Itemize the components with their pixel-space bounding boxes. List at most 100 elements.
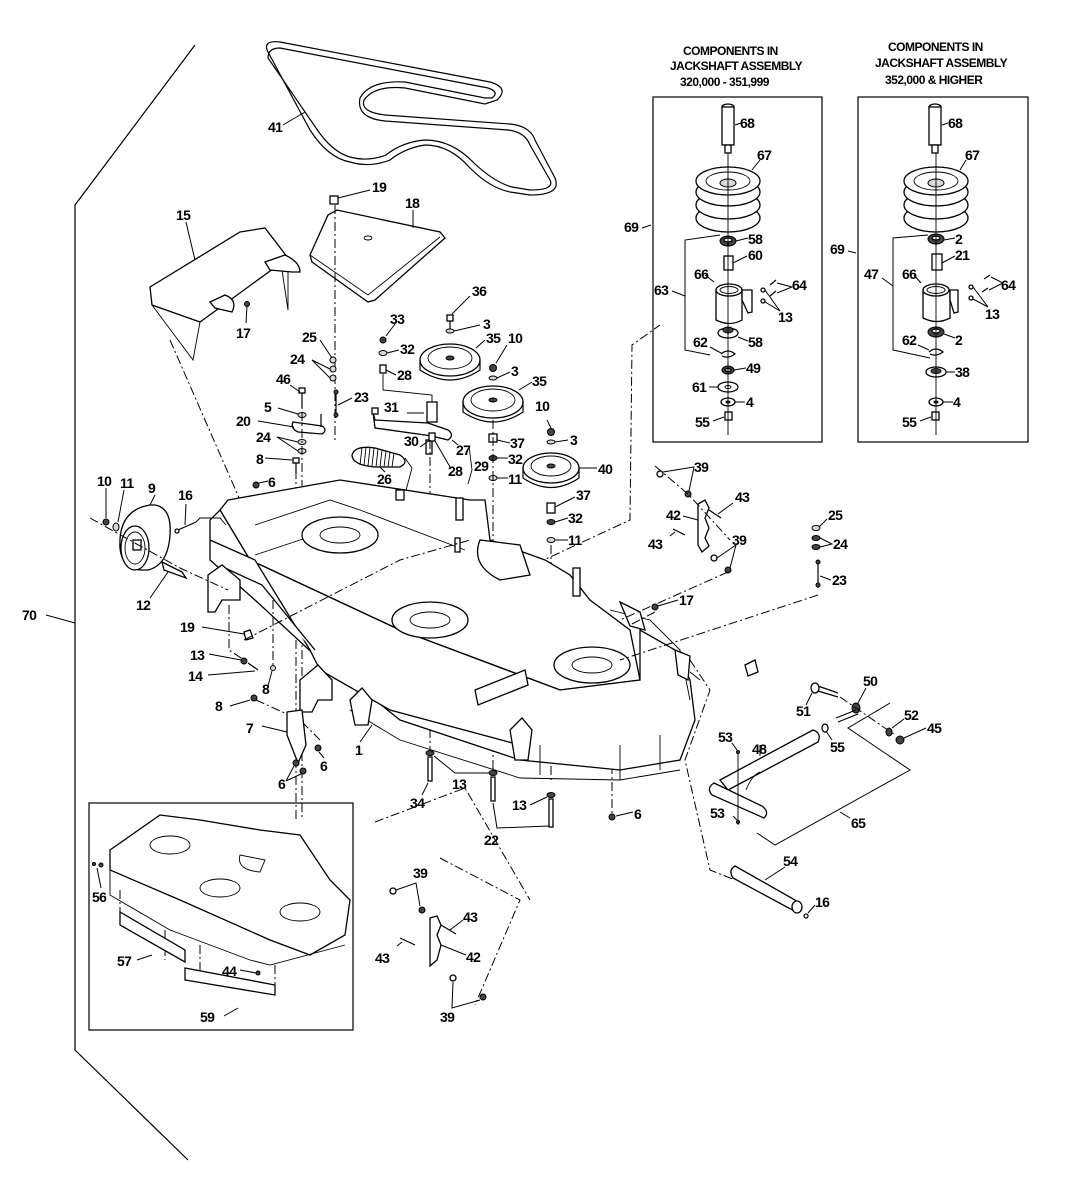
callout-j1-68[interactable]: 68 bbox=[740, 115, 756, 131]
callout-42-a[interactable]: 42 bbox=[666, 507, 682, 523]
callout-13-bottom[interactable]: 13 bbox=[452, 776, 468, 792]
callout-j2-62[interactable]: 62 bbox=[902, 332, 918, 348]
callout-6-right[interactable]: 6 bbox=[320, 758, 329, 774]
callout-35-a[interactable]: 35 bbox=[486, 330, 502, 346]
callout-10-a[interactable]: 10 bbox=[508, 330, 524, 346]
callout-9[interactable]: 9 bbox=[148, 480, 157, 496]
callout-j1-13[interactable]: 13 bbox=[778, 309, 794, 325]
callout-39-d[interactable]: 39 bbox=[440, 1009, 456, 1025]
callout-55-bar[interactable]: 55 bbox=[830, 739, 846, 755]
callout-36[interactable]: 36 bbox=[472, 283, 488, 299]
callout-24-upper[interactable]: 24 bbox=[290, 351, 306, 367]
callout-j1-64[interactable]: 64 bbox=[792, 277, 808, 293]
callout-17-top[interactable]: 17 bbox=[236, 325, 252, 341]
callout-8-low[interactable]: 8 bbox=[215, 698, 224, 714]
callout-32-c[interactable]: 32 bbox=[568, 510, 584, 526]
callout-j1-49[interactable]: 49 bbox=[746, 360, 762, 376]
callout-43-d[interactable]: 43 bbox=[375, 950, 391, 966]
callout-10-wheel[interactable]: 10 bbox=[97, 473, 113, 489]
callout-31[interactable]: 31 bbox=[384, 399, 400, 415]
callout-j1-62[interactable]: 62 bbox=[693, 334, 709, 350]
callout-42-b[interactable]: 42 bbox=[466, 949, 482, 965]
callout-29[interactable]: 29 bbox=[474, 458, 490, 474]
callout-j2-13[interactable]: 13 bbox=[985, 306, 1001, 322]
callout-j1-4[interactable]: 4 bbox=[746, 394, 755, 410]
callout-39-b[interactable]: 39 bbox=[732, 532, 748, 548]
callout-j2-2-top[interactable]: 2 bbox=[955, 231, 964, 247]
callout-57[interactable]: 57 bbox=[117, 953, 133, 969]
callout-j2-21[interactable]: 21 bbox=[955, 247, 971, 263]
callout-48[interactable]: 48 bbox=[752, 741, 768, 757]
callout-23-right[interactable]: 23 bbox=[832, 572, 848, 588]
callout-37-a[interactable]: 37 bbox=[510, 435, 526, 451]
callout-19-left[interactable]: 19 bbox=[180, 619, 196, 635]
callout-70[interactable]: 70 bbox=[22, 607, 38, 623]
callout-j2-55[interactable]: 55 bbox=[902, 414, 918, 430]
callout-18[interactable]: 18 bbox=[405, 195, 421, 211]
callout-8-mid[interactable]: 8 bbox=[262, 681, 271, 697]
callout-12[interactable]: 12 bbox=[136, 597, 152, 613]
callout-j1-67[interactable]: 67 bbox=[757, 147, 773, 163]
callout-28-b[interactable]: 28 bbox=[448, 463, 464, 479]
callout-j2-69[interactable]: 69 bbox=[830, 241, 846, 257]
callout-23-left[interactable]: 23 bbox=[354, 389, 370, 405]
callout-16-wheel[interactable]: 16 bbox=[178, 487, 194, 503]
callout-j1-63[interactable]: 63 bbox=[654, 282, 670, 298]
callout-j2-64[interactable]: 64 bbox=[1001, 277, 1017, 293]
callout-11-b[interactable]: 11 bbox=[568, 532, 583, 548]
callout-28-a[interactable]: 28 bbox=[397, 367, 413, 383]
callout-6-front[interactable]: 6 bbox=[634, 806, 643, 822]
callout-16-bar[interactable]: 16 bbox=[815, 894, 831, 910]
callout-34[interactable]: 34 bbox=[410, 795, 426, 811]
callout-17-right[interactable]: 17 bbox=[679, 592, 695, 608]
callout-32-b[interactable]: 32 bbox=[508, 451, 524, 467]
callout-1[interactable]: 1 bbox=[355, 742, 364, 758]
callout-j1-66[interactable]: 66 bbox=[694, 266, 710, 282]
callout-43-b[interactable]: 43 bbox=[648, 536, 664, 552]
callout-j2-4[interactable]: 4 bbox=[953, 394, 962, 410]
callout-13-left[interactable]: 13 bbox=[190, 647, 206, 663]
callout-j2-67[interactable]: 67 bbox=[965, 147, 981, 163]
callout-32-a[interactable]: 32 bbox=[400, 341, 416, 357]
callout-25-right[interactable]: 25 bbox=[828, 507, 844, 523]
callout-j1-69[interactable]: 69 bbox=[624, 219, 640, 235]
callout-40[interactable]: 40 bbox=[598, 461, 614, 477]
callout-15[interactable]: 15 bbox=[176, 207, 192, 223]
callout-3-a[interactable]: 3 bbox=[483, 316, 492, 332]
callout-39-a[interactable]: 39 bbox=[694, 459, 710, 475]
callout-8-upper[interactable]: 8 bbox=[256, 451, 265, 467]
callout-3-b[interactable]: 3 bbox=[511, 363, 520, 379]
callout-41[interactable]: 41 bbox=[268, 119, 284, 135]
callout-43-c[interactable]: 43 bbox=[463, 909, 479, 925]
callout-j2-68[interactable]: 68 bbox=[948, 115, 964, 131]
callout-j2-2-bottom[interactable]: 2 bbox=[955, 332, 964, 348]
callout-j1-58-bottom[interactable]: 58 bbox=[748, 334, 764, 350]
callout-37-b[interactable]: 37 bbox=[576, 487, 592, 503]
callout-27[interactable]: 27 bbox=[456, 442, 472, 458]
callout-39-c[interactable]: 39 bbox=[413, 865, 429, 881]
callout-22[interactable]: 22 bbox=[484, 832, 500, 848]
callout-20[interactable]: 20 bbox=[236, 413, 252, 429]
callout-52[interactable]: 52 bbox=[904, 707, 920, 723]
callout-26[interactable]: 26 bbox=[377, 471, 393, 487]
callout-7[interactable]: 7 bbox=[246, 720, 255, 736]
callout-45[interactable]: 45 bbox=[927, 720, 943, 736]
callout-53-bottom[interactable]: 53 bbox=[710, 805, 726, 821]
callout-6-bottom[interactable]: 6 bbox=[278, 776, 287, 792]
callout-3-c[interactable]: 3 bbox=[570, 432, 579, 448]
callout-11-a[interactable]: 11 bbox=[508, 471, 523, 487]
callout-14[interactable]: 14 bbox=[188, 668, 204, 684]
callout-44[interactable]: 44 bbox=[222, 963, 238, 979]
callout-25-left[interactable]: 25 bbox=[302, 329, 318, 345]
callout-51[interactable]: 51 bbox=[796, 703, 812, 719]
callout-24-right[interactable]: 24 bbox=[833, 536, 849, 552]
callout-50[interactable]: 50 bbox=[863, 673, 879, 689]
callout-6-upper[interactable]: 6 bbox=[268, 474, 277, 490]
callout-33[interactable]: 33 bbox=[390, 311, 406, 327]
callout-5[interactable]: 5 bbox=[264, 399, 273, 415]
callout-24-lower[interactable]: 24 bbox=[256, 429, 272, 445]
callout-j2-38[interactable]: 38 bbox=[955, 364, 971, 380]
callout-j2-47[interactable]: 47 bbox=[864, 266, 880, 282]
callout-30[interactable]: 30 bbox=[404, 433, 420, 449]
callout-13-right[interactable]: 13 bbox=[512, 797, 528, 813]
